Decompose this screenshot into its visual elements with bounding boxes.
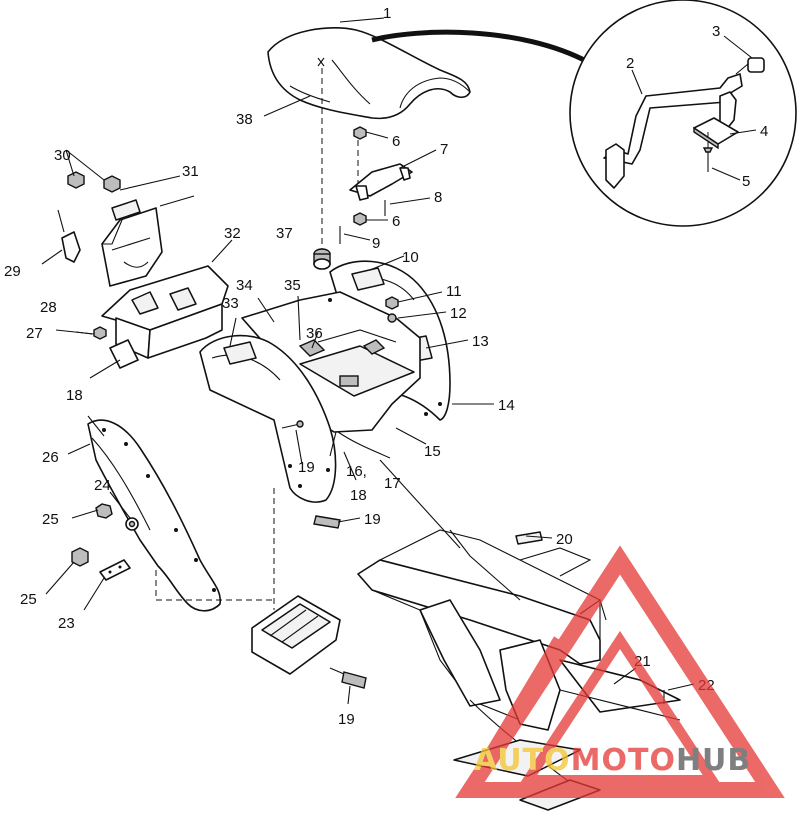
callout-26: 26	[42, 449, 59, 466]
callout-25a: 25	[42, 511, 59, 528]
mud-flap-part	[71, 419, 222, 612]
callout-25b: 25	[20, 591, 37, 608]
callout-23: 23	[58, 615, 75, 632]
callout-6b: 6	[392, 213, 400, 230]
seat-latch-cable	[371, 29, 590, 65]
storage-cover-part	[61, 171, 195, 287]
callout-10: 10	[402, 249, 419, 266]
callout-17: 17	[384, 475, 401, 492]
callout-37: 37	[276, 225, 293, 242]
flap-guide-line	[155, 570, 272, 601]
callout-36: 36	[306, 325, 323, 342]
rubber-bumper-part	[313, 248, 331, 270]
callout-27: 27	[26, 325, 43, 342]
callout-3: 3	[712, 23, 720, 40]
footrest-plate-part	[251, 515, 367, 689]
callout-labels: 1 2 3 4 5 6 6 7 8 9 10 11 12 13 14 15 16…	[4, 5, 768, 728]
watermark-triangle-icon	[455, 545, 785, 798]
callout-9: 9	[372, 235, 380, 252]
callout-12: 12	[450, 305, 467, 322]
callout-7: 7	[440, 141, 448, 158]
storage-box-part	[93, 265, 229, 369]
callout-11: 11	[446, 283, 462, 300]
wm-text-auto: AUTO	[474, 743, 571, 778]
svg-text:AUTOMOTOHUB: AUTOMOTOHUB	[474, 743, 751, 778]
callout-30: 30	[54, 147, 71, 164]
latch-detail-inset	[569, 0, 797, 227]
callout-18a: 18	[66, 387, 83, 404]
automotohub-watermark: AUTOMOTOHUB	[455, 545, 785, 798]
wm-inner-triangle	[518, 630, 722, 785]
wm-left-peak	[463, 636, 567, 794]
callout-31: 31	[182, 163, 199, 180]
callout-29: 29	[4, 263, 21, 280]
callout-28: 28	[40, 299, 57, 316]
callout-19a: 19	[298, 459, 315, 476]
callout-16: 16,	[346, 463, 367, 480]
seat-part	[267, 27, 471, 120]
callout-18b: 18	[350, 487, 367, 504]
callout-13: 13	[472, 333, 489, 350]
callout-20: 20	[556, 531, 573, 548]
callout-34: 34	[236, 277, 253, 294]
callout-38: 38	[236, 111, 253, 128]
callout-15: 15	[424, 443, 441, 460]
callout-1: 1	[383, 5, 391, 22]
callout-19b: 19	[364, 511, 381, 528]
callout-4: 4	[760, 123, 768, 140]
callout-14: 14	[498, 397, 515, 414]
wm-text-moto: MOTO	[571, 743, 676, 778]
callout-6a: 6	[392, 133, 400, 150]
leader-lines	[41, 17, 757, 705]
wm-text-hub: HUB	[676, 743, 751, 778]
callout-24: 24	[94, 477, 111, 494]
callout-32: 32	[224, 225, 241, 242]
callout-2: 2	[626, 55, 634, 72]
callout-8: 8	[434, 189, 442, 206]
callout-35: 35	[284, 277, 301, 294]
seat-bracket-hardware	[339, 126, 413, 244]
callout-19c: 19	[338, 711, 355, 728]
callout-5: 5	[742, 173, 750, 190]
callout-33: 33	[222, 295, 239, 312]
